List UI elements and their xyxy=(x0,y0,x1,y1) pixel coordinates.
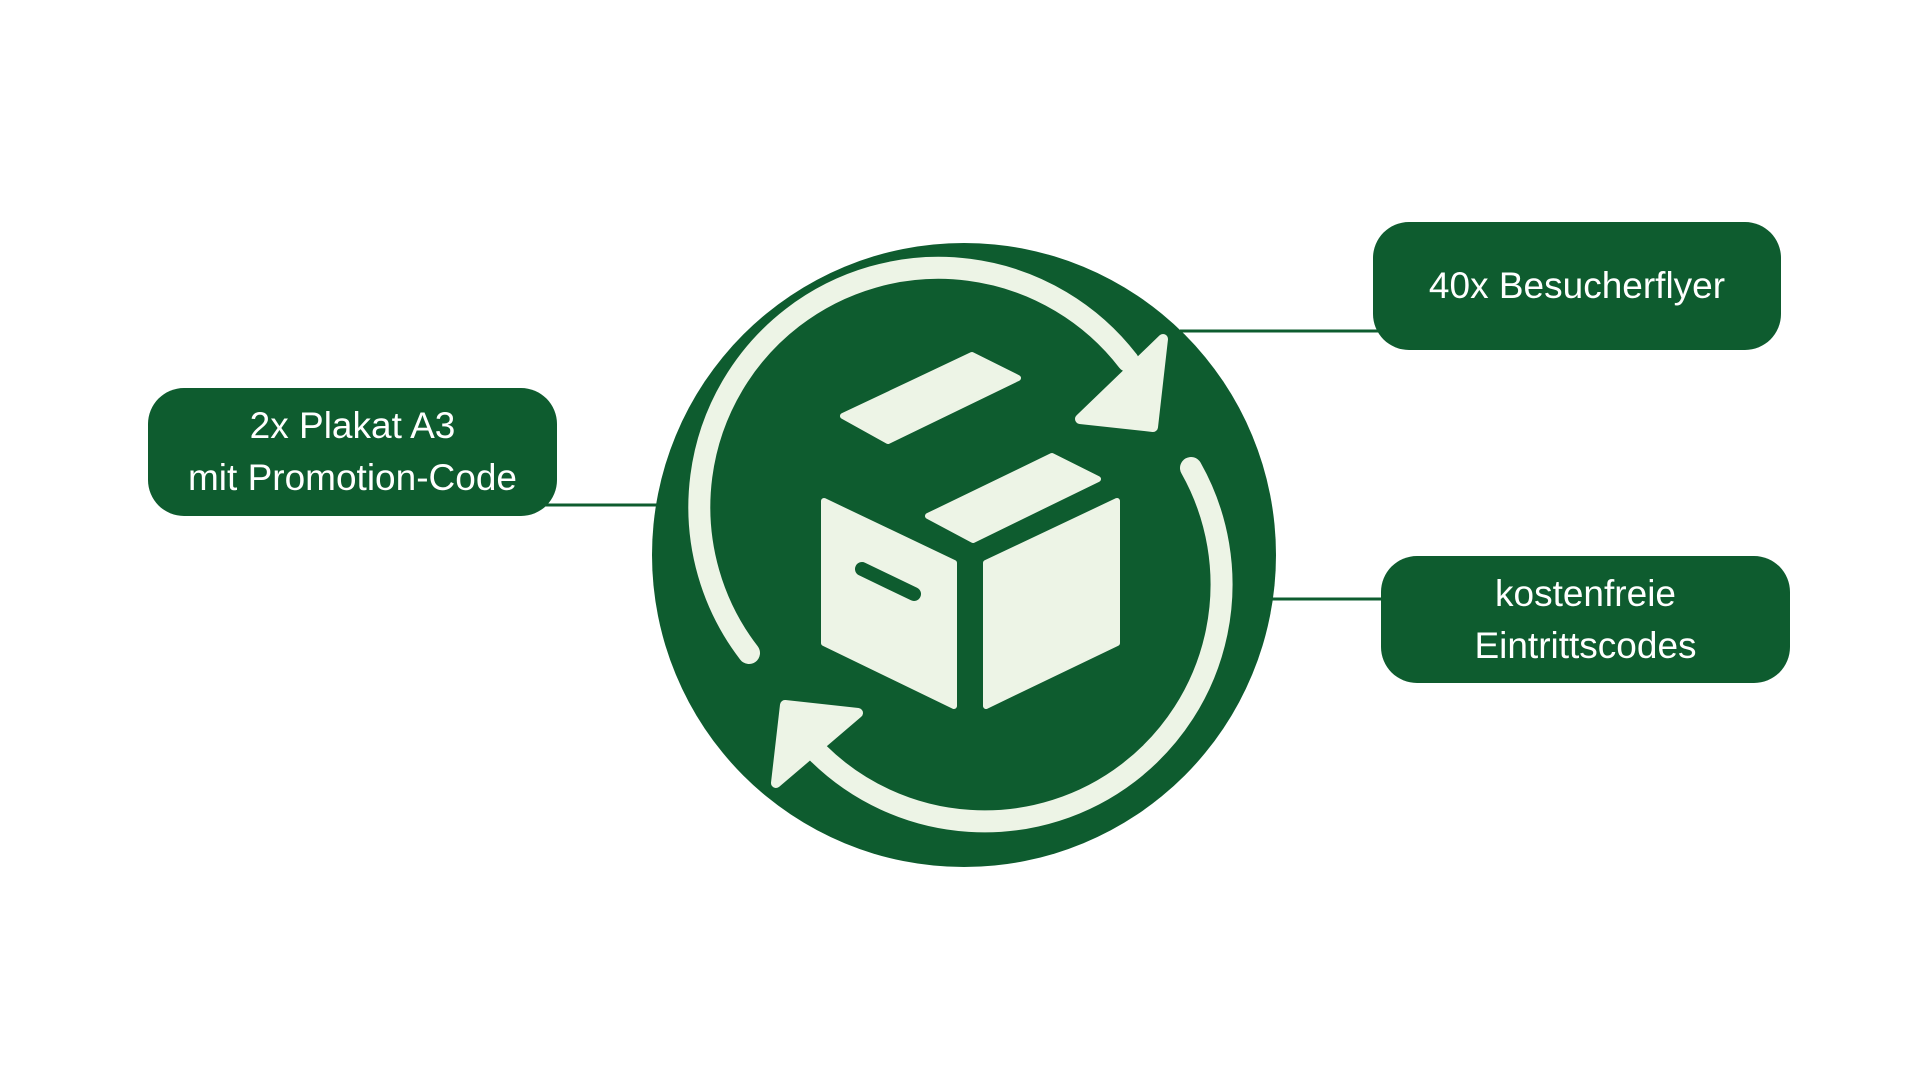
arrow-head-top xyxy=(1075,334,1168,432)
node-codes-line1: kostenfreie xyxy=(1495,572,1676,614)
arrow-arc-top xyxy=(688,256,1139,664)
box-face-right xyxy=(983,498,1120,709)
hub-background xyxy=(652,243,1276,867)
hub-circle xyxy=(652,243,1276,867)
node-flyer: 40x Besucherflyer xyxy=(1373,222,1781,350)
node-poster-line1: 2x Plakat A3 xyxy=(249,405,456,446)
node-codes-line2: Eintrittscodes xyxy=(1474,624,1697,666)
node-codes: kostenfreie Eintrittscodes xyxy=(1381,556,1790,683)
arrow-head-bottom xyxy=(771,700,863,788)
node-poster-line2: mit Promotion-Code xyxy=(187,457,517,498)
box-exchange-icon xyxy=(688,256,1233,833)
node-flyer-line1: 40x Besucherflyer xyxy=(1428,265,1726,306)
node-poster: 2x Plakat A3 mit Promotion-Code xyxy=(148,388,557,516)
box-flap-left xyxy=(840,352,1021,444)
box-face-left xyxy=(821,498,957,709)
box-handle-slot xyxy=(855,562,921,601)
arrow-arc-bottom xyxy=(807,457,1233,833)
box-flap-right xyxy=(925,453,1101,543)
